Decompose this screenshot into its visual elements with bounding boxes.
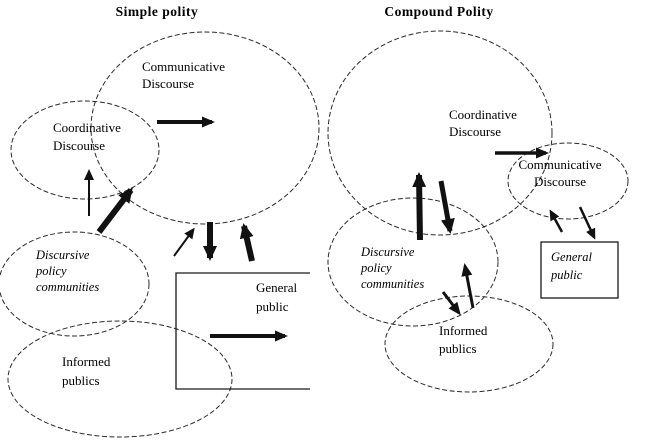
label-line: Discourse	[449, 124, 501, 139]
compound-discursive-policy-communities-ellipse	[327, 197, 499, 327]
label-line: Coordinative	[53, 120, 121, 135]
label-line: Informed	[439, 323, 488, 338]
simple-arrow-thick-diagonal-up	[96, 187, 134, 234]
compound-communicative-discourse-ellipse	[507, 142, 629, 220]
label-line: Discourse	[534, 174, 586, 189]
label-line: Discursive	[361, 245, 415, 259]
simple-informed-publics-ellipse	[7, 320, 233, 438]
simple-polity-title: Simple polity	[115, 4, 199, 19]
compound-arrow-thick-down-coordinative-to-discursive	[438, 180, 455, 234]
label-line: Communicative	[518, 157, 602, 172]
compound-arrow-up-into-communicative	[549, 209, 564, 233]
simple-coordinative-discourse-label: Coordinative Discourse	[53, 119, 121, 155]
label-line: General	[551, 250, 592, 264]
compound-polity-title: Compound Polity	[384, 4, 494, 19]
compound-general-public-box	[540, 241, 619, 299]
compound-general-public-label: General public	[551, 248, 592, 284]
label-line: communities	[36, 280, 100, 294]
simple-informed-publics-label: Informed publics	[62, 352, 110, 390]
simple-discursive-policy-communities-ellipse	[0, 231, 150, 337]
compound-arrow-down-discursive-to-informed	[441, 291, 461, 316]
simple-discursive-policy-communities-label: Discursive policy communities	[36, 247, 99, 295]
compound-informed-publics-ellipse	[384, 295, 554, 393]
compound-discursive-policy-communities-label: Discursive policy communities	[361, 244, 424, 292]
simple-general-public-label: General public	[256, 278, 297, 316]
label-line: publics	[439, 341, 477, 356]
label-line: policy	[36, 264, 67, 278]
compound-coordinative-discourse-label: Coordinative Discourse	[449, 106, 517, 140]
label-line: publics	[62, 373, 100, 388]
compound-arrow-up-informed-to-discursive	[461, 263, 475, 309]
compound-informed-publics-label: Informed publics	[439, 322, 487, 358]
label-line: Discursive	[36, 248, 90, 262]
simple-arrow-thick-up-from-general-public	[239, 223, 255, 262]
label-line: public	[256, 299, 289, 314]
label-line: policy	[361, 261, 392, 275]
label-line: Coordinative	[449, 107, 517, 122]
label-line: Discourse	[53, 138, 105, 153]
label-line: Discourse	[142, 76, 194, 91]
label-line: public	[551, 268, 583, 282]
simple-coordinative-discourse-ellipse	[10, 100, 160, 200]
label-line: Communicative	[142, 59, 226, 74]
label-line: Informed	[62, 354, 111, 369]
simple-arrow-small-diagonal-up	[173, 227, 195, 257]
compound-coordinative-discourse-circle	[327, 30, 553, 236]
simple-communicative-discourse-label: Communicative Discourse	[142, 58, 225, 92]
simple-communicative-discourse-ellipse	[90, 31, 320, 225]
compound-arrow-thick-up-discursive-to-coordinative	[412, 172, 427, 241]
label-line: communities	[361, 277, 425, 291]
compound-arrow-down-to-general-public	[578, 206, 596, 240]
compound-communicative-discourse-label: Communicative Discourse	[514, 156, 606, 190]
label-line: General	[256, 280, 298, 295]
simple-general-public-box	[175, 272, 310, 390]
